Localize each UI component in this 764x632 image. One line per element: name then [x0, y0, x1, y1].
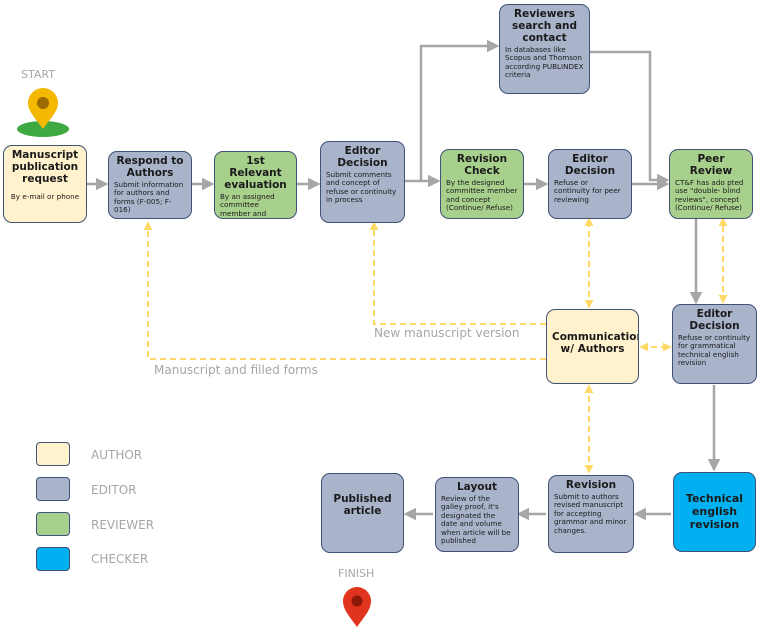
editor-decision-1-desc: Submit comments and concept of refuse or…: [326, 170, 397, 205]
manuscript-request-box: Manuscript publication request By e-mail…: [3, 145, 87, 223]
first-evaluation-title: 1st Relevant evaluation: [224, 155, 287, 191]
legend-label-author: AUTHOR: [91, 448, 143, 462]
respond-authors-desc: Submit information for authors and forms…: [114, 180, 184, 215]
editor-decision-1-title: Editor Decision: [337, 145, 388, 169]
filled-forms-label: Manuscript and filled forms: [154, 363, 318, 377]
communication-authors-box: Communication w/ Authors: [546, 309, 639, 384]
legend-label-checker: CHECKER: [91, 552, 149, 566]
first-evaluation-box: 1st Relevant evaluation By an assigned c…: [214, 151, 297, 219]
technical-english-title: Technical english revision: [685, 492, 744, 531]
finish-label: FINISH: [338, 567, 375, 580]
revision-box: Revision Submit to authors revised manus…: [548, 475, 634, 553]
revision-desc: Submit to authors revised manuscript for…: [554, 492, 627, 535]
technical-english-box: Technical english revision: [673, 472, 756, 552]
arrow-editor1-to-reviewers: [419, 39, 500, 181]
editor-decision-3-title: Editor Decision: [689, 308, 740, 332]
published-article-title: Published article: [333, 493, 392, 517]
editor-decision-3-desc: Refuse or continuity for grammatical tec…: [678, 333, 751, 368]
first-evaluation-desc: By an assigned committee member and conc…: [220, 192, 289, 218]
layout-box: Layout Review of the galley proof, it's …: [435, 477, 519, 552]
start-label: START: [21, 68, 55, 81]
layout-desc: Review of the galley proof, it's designa…: [441, 494, 511, 546]
layout-title: Layout: [456, 481, 497, 493]
legend-swatch-editor: [36, 477, 70, 501]
editor-decision-3-box: Editor Decision Refuse or continuity for…: [672, 304, 757, 384]
editor-decision-2-desc: Refuse or continuity for peer reviewing: [554, 178, 621, 204]
manuscript-request-title: Manuscript publication request: [11, 149, 79, 185]
reviewers-search-title: Reviewers search and contact: [511, 8, 578, 44]
editor-decision-2-box: Editor Decision Refuse or continuity for…: [548, 149, 632, 219]
respond-authors-title: Respond to Authors: [116, 155, 184, 179]
published-article-box: Published article: [321, 473, 404, 553]
legend-label-editor: EDITOR: [91, 483, 137, 497]
manuscript-request-desc: By e-mail or phone: [10, 192, 80, 201]
revision-check-title: Revision Check: [456, 153, 508, 177]
legend-swatch-author: [36, 442, 70, 466]
legend-label-reviewer: REVIEWER: [91, 518, 155, 532]
editor-decision-1-box: Editor Decision Submit comments and conc…: [320, 141, 405, 223]
peer-review-title: Peer Review: [689, 153, 733, 177]
peer-review-desc: CT&F has ado pted use "double- blind rev…: [675, 178, 744, 213]
reviewers-search-box: Reviewers search and contact In database…: [499, 4, 590, 94]
legend-swatch-checker: [36, 547, 70, 571]
feedback-new-version: [369, 221, 546, 325]
legend-swatch-reviewer: [36, 512, 70, 536]
new-version-label: New manuscript version: [374, 326, 520, 340]
revision-title: Revision: [565, 479, 617, 491]
respond-authors-box: Respond to Authors Submit information fo…: [108, 151, 192, 219]
start-pin-icon: [17, 88, 69, 137]
feedback-filled-forms: [143, 221, 546, 360]
revision-check-desc: By the designed committee member and con…: [446, 178, 518, 213]
finish-pin-icon: [343, 587, 371, 627]
reviewers-search-desc: In databases like Scopus and Thomson acc…: [505, 45, 584, 80]
communication-authors-title: Communication w/ Authors: [552, 331, 639, 355]
revision-check-box: Revision Check By the designed committee…: [440, 149, 524, 219]
peer-review-box: Peer Review CT&F has ado pted use "doubl…: [669, 149, 753, 219]
editor-decision-2-title: Editor Decision: [564, 153, 616, 177]
